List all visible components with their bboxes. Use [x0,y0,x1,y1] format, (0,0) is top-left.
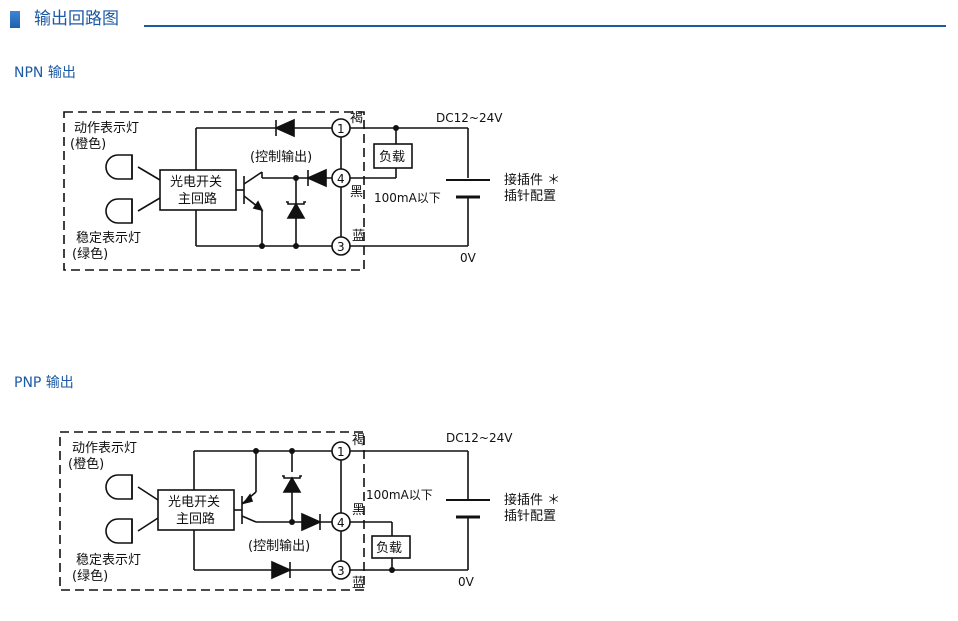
pnp-junction-dot [253,448,259,454]
pnp-wire-brown: 褐 [352,433,365,448]
pnp-main-circuit-label: 光电开关 [168,495,220,510]
pnp-circuit-diagram: 动作表示灯 (橙色) 稳定表示灯 (绿色) 光电开关 主回路 (控制输出) 1 … [59,431,560,591]
npn-stable-lamp-color: (绿色) [72,246,108,262]
npn-supply-label: DC12~24V [436,111,503,125]
section-header: 输出回路图 [10,8,946,32]
pnp-zero-v-label: 0V [458,575,475,589]
npn-op-lamp-label: 动作表示灯 [74,121,139,136]
npn-junction-dot [293,243,299,249]
npn-control-output-label: (控制输出) [250,149,312,165]
npn-output-diode [306,168,327,188]
npn-connector-label: 接插件 ＊ [504,172,560,188]
npn-junction-dot [393,125,399,131]
pnp-supply-label: DC12~24V [446,431,513,445]
npn-zero-v-label: 0V [460,251,477,265]
pnp-pin1-number: 1 [337,445,345,459]
pnp-stable-lamp-color: (绿色) [72,568,108,584]
npn-reverse-diode [274,118,295,138]
header-rule [144,25,946,27]
header-accent-bar [10,11,20,28]
pnp-op-lamp-label: 动作表示灯 [72,441,137,456]
npn-junction-dot [259,243,265,249]
pnp-output-diode [301,512,322,532]
npn-wire-black: 黑 [350,185,363,200]
npn-junction-dot [293,175,299,181]
npn-load-box [373,143,413,169]
npn-pin4-number: 4 [337,172,345,186]
npn-main-circuit-label: 光电开关 [170,175,222,190]
npn-pin1-number: 1 [337,122,345,136]
npn-wire-blue: 蓝 [352,229,365,244]
pnp-zener-diode [282,476,302,493]
pnp-stable-lamp-icon [105,518,133,544]
pnp-control-output-label: (控制输出) [248,538,310,554]
npn-zener-diode [286,202,306,219]
npn-main-circuit-label: 主回路 [178,191,217,207]
pnp-stable-lamp-label: 稳定表示灯 [76,552,141,568]
npn-pin3-number: 3 [337,240,345,254]
npn-op-lamp-icon [105,154,133,180]
pnp-reverse-diode [271,560,292,580]
npn-wire-brown: 褐 [350,111,363,126]
pnp-connector-label: 插针配置 [504,509,556,524]
pnp-op-lamp-color: (橙色) [68,456,104,472]
npn-circuit-diagram: 动作表示灯 (橙色) 稳定表示灯 (绿色) 光电开关 主回路 (控制输出) 1 … [63,111,560,271]
npn-housing-outline [63,111,365,271]
pnp-load-box [371,535,411,559]
npn-load-label: 负载 [379,150,405,165]
pnp-junction-dot [389,567,395,573]
page-title: 输出回路图 [34,9,119,29]
npn-op-lamp-color: (橙色) [70,136,106,152]
pnp-current-label: 100mA以下 [366,488,433,502]
npn-current-label: 100mA以下 [374,191,441,205]
npn-title: NPN 输出 [14,65,76,81]
pnp-junction-dot [289,448,295,454]
pnp-load-label: 负载 [376,541,402,556]
npn-stable-lamp-icon [105,198,133,224]
pnp-housing-outline [59,431,365,591]
pnp-pin3-number: 3 [337,564,345,578]
npn-connector-label: 插针配置 [504,189,556,204]
pnp-connector-label: 接插件 ＊ [504,492,560,508]
pnp-title: PNP 输出 [14,375,74,391]
pnp-wire-blue: 蓝 [352,576,365,591]
pnp-pin4-number: 4 [337,516,345,530]
npn-stable-lamp-label: 稳定表示灯 [76,230,141,246]
pnp-main-circuit-label: 主回路 [176,511,215,527]
pnp-wire-black: 黑 [352,503,365,518]
pnp-op-lamp-icon [105,474,133,500]
pnp-junction-dot [289,519,295,525]
